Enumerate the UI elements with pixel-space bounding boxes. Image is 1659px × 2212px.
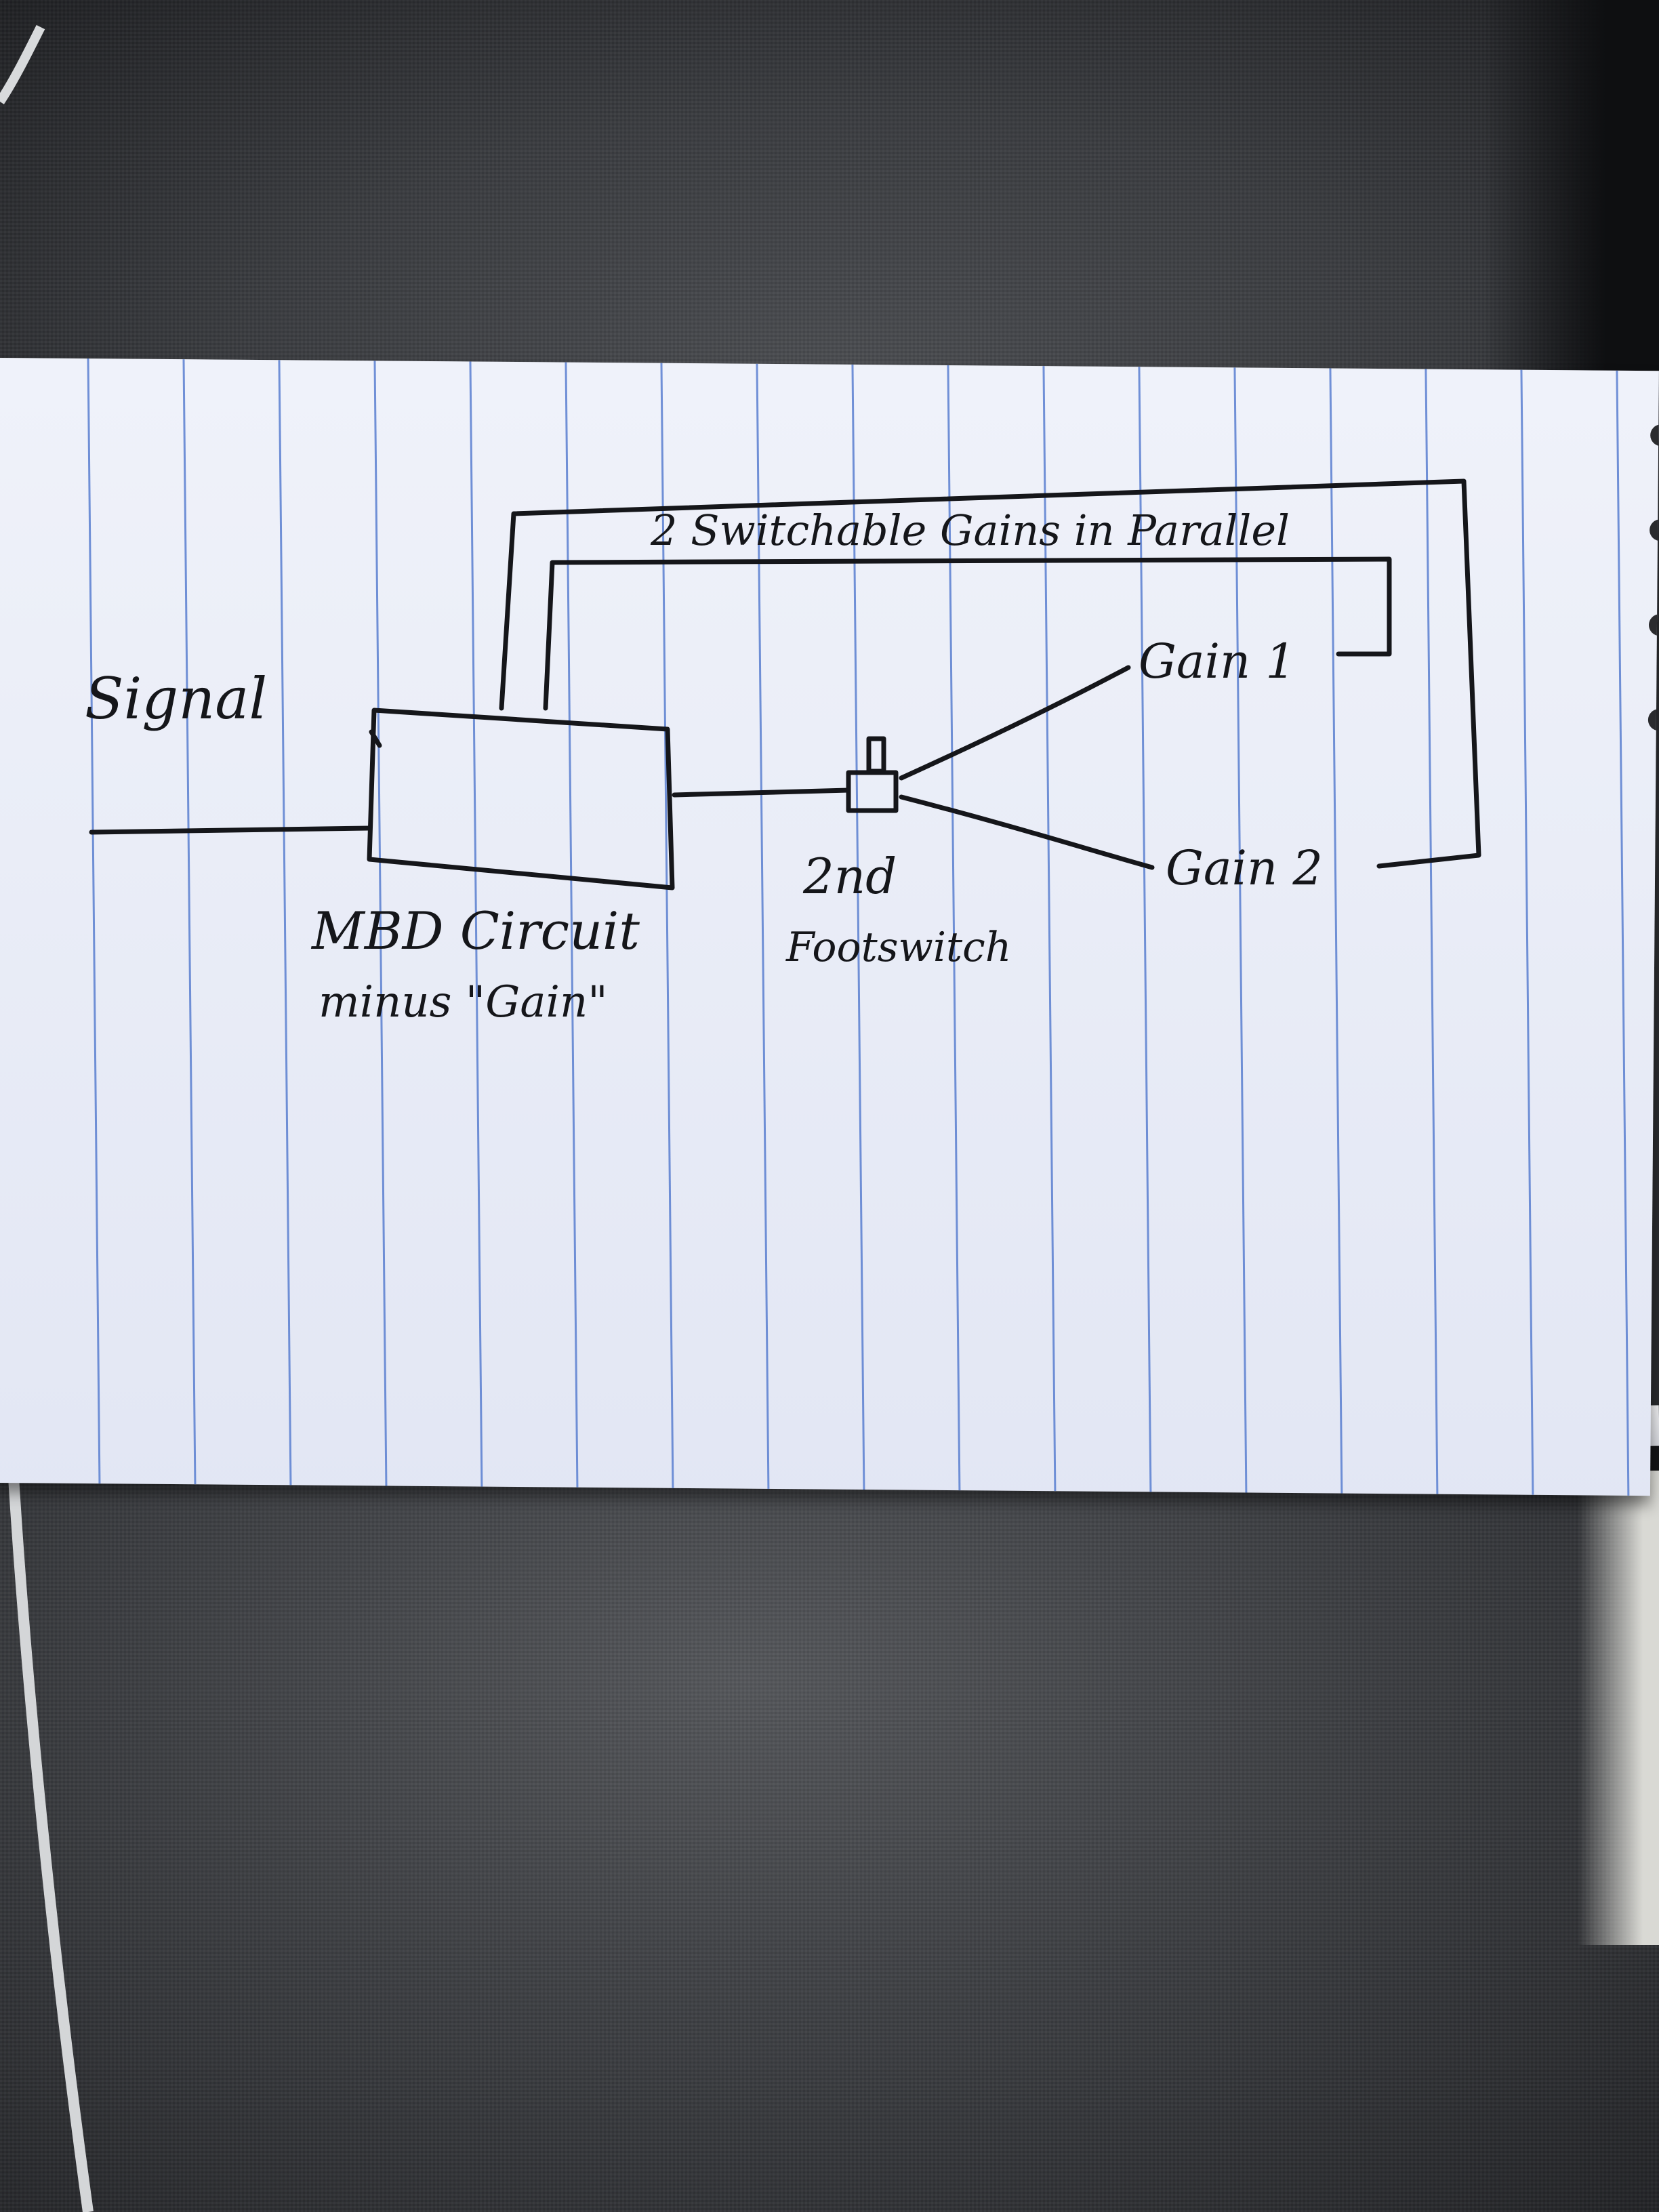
box-corner-mark <box>369 729 382 748</box>
signal-input-wire <box>89 825 372 835</box>
ruled-line <box>1425 369 1439 1494</box>
ruled-line <box>756 363 770 1489</box>
binding-hole <box>1650 424 1659 447</box>
index-card <box>0 358 1659 1496</box>
footswitch-label-line2: Footswitch <box>785 924 1011 971</box>
ruled-line <box>182 359 197 1485</box>
footswitch-to-gain2-wire <box>899 794 1155 870</box>
ruled-line <box>1138 367 1152 1492</box>
mbd-circuit-box <box>367 708 675 890</box>
ruled-line <box>1520 369 1534 1495</box>
footswitch-actuator <box>866 736 886 774</box>
ruled-line <box>565 362 579 1488</box>
ruled-line <box>947 365 961 1491</box>
binding-hole <box>1648 614 1659 636</box>
ruled-line <box>278 360 292 1486</box>
ruled-line <box>1233 367 1248 1493</box>
ruled-line <box>1616 370 1630 1496</box>
fabric-background-bottom <box>0 1450 1659 2212</box>
ruled-line <box>469 361 483 1487</box>
gain2-return-wire <box>499 478 1481 869</box>
binding-hole <box>1650 519 1659 541</box>
ruled-line <box>1329 368 1343 1494</box>
footswitch-to-gain1-wire <box>899 665 1131 781</box>
gain1-return-wire <box>543 556 1392 711</box>
ruled-line <box>660 363 674 1488</box>
light-cloth-region <box>1578 1471 1659 1945</box>
gain1-label: Gain 1 <box>1139 634 1296 689</box>
gain2-label: Gain 2 <box>1166 840 1323 896</box>
ruled-line <box>87 359 101 1484</box>
ruled-lines <box>87 359 1630 1496</box>
circuit-label-line1: MBD Circuit <box>310 901 640 961</box>
signal-label: Signal <box>85 665 267 732</box>
footswitch-body <box>846 770 899 813</box>
dark-shadow-region <box>1483 0 1659 380</box>
fabric-background-top <box>0 0 1659 380</box>
footswitch-label-line1: 2nd <box>802 848 897 905</box>
circuit-label-line2: minus "Gain" <box>319 977 608 1027</box>
ruled-line <box>851 364 865 1490</box>
circuit-to-footswitch-wire <box>672 787 851 798</box>
title-label: 2 Switchable Gains in Parallel <box>650 506 1290 555</box>
diagram-wires <box>89 478 1481 890</box>
ruled-line <box>1042 366 1057 1492</box>
diagram-labels: 2 Switchable Gains in Parallel Signal Ga… <box>85 506 1323 1027</box>
ruled-line <box>373 361 388 1486</box>
